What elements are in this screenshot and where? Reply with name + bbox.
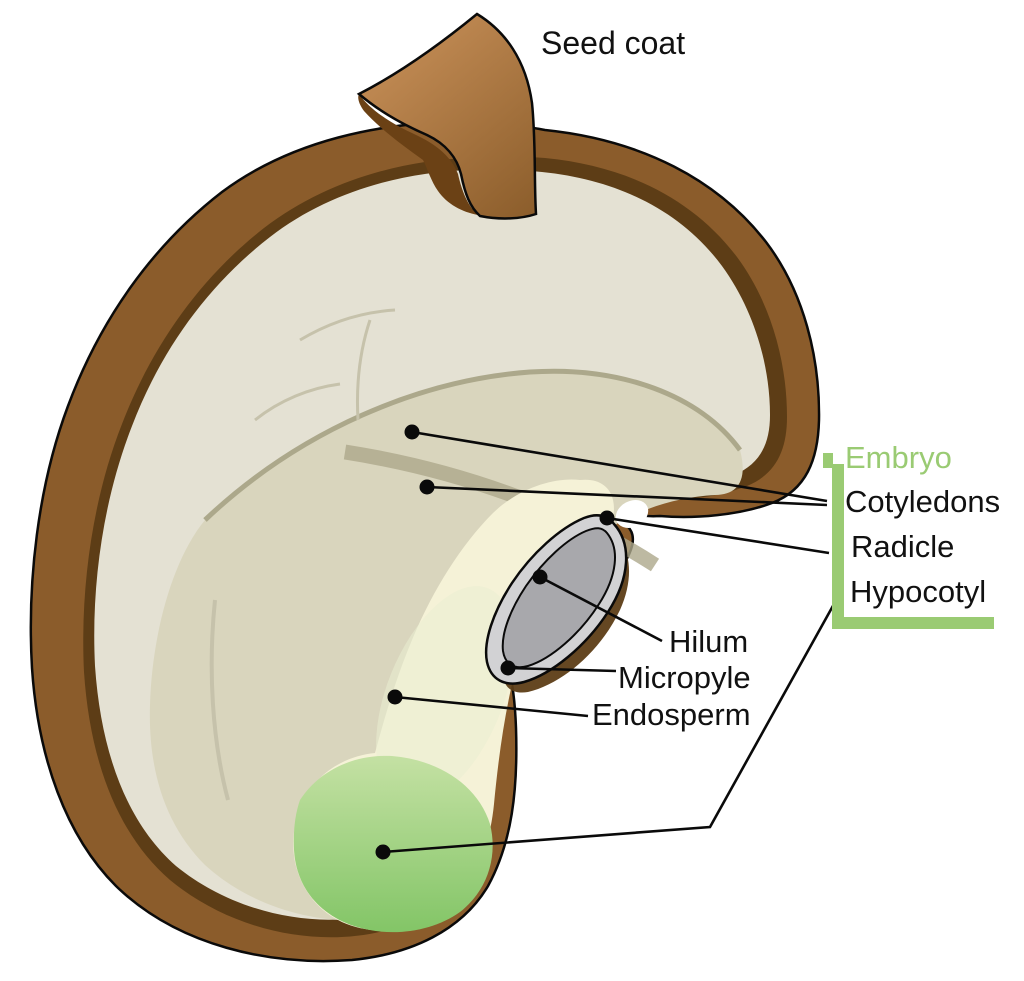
endosperm-label: Endosperm <box>592 697 751 732</box>
leader-line-cotyledons-1 <box>411 430 828 503</box>
leader-line-cotyledons-2 <box>426 485 828 507</box>
leader-line-endosperm <box>394 695 589 718</box>
hilum-label: Hilum <box>669 624 749 659</box>
embryo-label: Embryo <box>845 440 952 475</box>
seed-coat-flap <box>356 12 538 220</box>
marker-dot-micropyle <box>500 660 516 676</box>
endosperm-cracks <box>209 308 396 801</box>
hilum-inner-shape <box>501 527 616 669</box>
marker-dot-endosperm <box>387 689 403 705</box>
micropyle-label: Micropyle <box>618 660 751 695</box>
hypocotyl-label: Hypocotyl <box>850 574 987 609</box>
marker-dot-hypocotyl <box>375 844 391 860</box>
marker-dot-hilum <box>532 569 548 585</box>
marker-dots <box>375 424 615 860</box>
radicle-label: Radicle <box>851 529 955 564</box>
leader-line-hilum <box>539 575 663 643</box>
leader-lines <box>382 430 836 854</box>
marker-dot-cotyledon-2 <box>419 479 435 495</box>
cotyledons-label: Cotyledons <box>845 484 1001 519</box>
marker-dot-cotyledon-1 <box>404 424 420 440</box>
pale-green-fade <box>376 586 514 804</box>
leader-line-hypocotyl <box>382 603 836 854</box>
leader-line-micropyle <box>507 666 617 673</box>
embryo-bracket <box>823 453 994 629</box>
leader-line-radicle <box>606 516 830 555</box>
seed-coat-flap-underside <box>358 94 478 215</box>
seed-coat-label: Seed coat <box>541 25 686 61</box>
marker-dot-radicle <box>599 510 615 526</box>
radicle-tip <box>293 755 493 933</box>
